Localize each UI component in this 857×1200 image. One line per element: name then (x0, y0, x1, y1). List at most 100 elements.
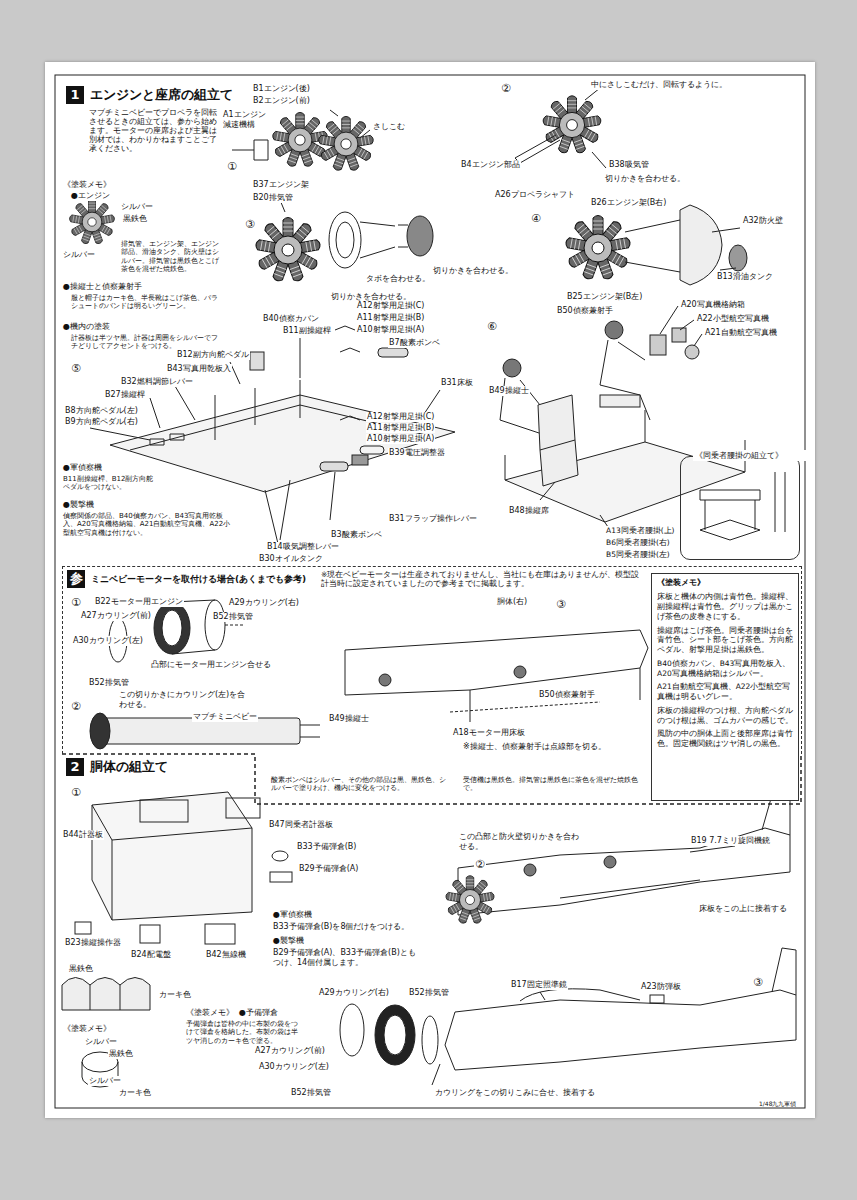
part-label: 黒鉄色 (122, 214, 148, 224)
callout-number: ② (70, 700, 82, 713)
part-label: B5同乗者腰掛(左) (605, 550, 671, 559)
part-label: タボを合わせる。 (365, 274, 431, 284)
part-label: B48操縦席 (508, 506, 550, 516)
part-label: B20排気管 (252, 193, 294, 203)
part-label: B6同乗者腰掛(右) (605, 538, 671, 547)
part-label: シルバー (84, 1037, 118, 1047)
note-text: 予備弾倉は皆枠の中に布製の袋をつけて弾倉を格納した。布製の袋は半ツヤ消しのカーキ… (185, 1020, 305, 1045)
part-label: A23防弾板 (640, 982, 682, 992)
part-label: 《塗装メモ》 (62, 1024, 112, 1034)
part-label: A30カウリング(左) (258, 1062, 330, 1072)
step-number: 参 (67, 570, 85, 588)
step-number: 1 (66, 86, 84, 104)
part-label: B39電圧調整器 (388, 448, 446, 458)
part-label: B8方向舵ペダル(左) (64, 406, 139, 416)
part-label: B33予備弾倉(B) (296, 842, 357, 852)
part-label: A26プロペラシャフト (494, 190, 576, 200)
step-title: エンジンと座席の組立て (88, 86, 235, 104)
part-label: B33予備弾倉(B)を8個だけをつける。 (272, 922, 411, 932)
note-text: 排気管、エンジン架、エンジン部品、滑油タンク、防火壁はシルバー。排気管は黒鉄色と… (120, 240, 222, 274)
part-label: B4エンジン部品 (460, 160, 521, 170)
note-text: 偵察関係の部品、B40偵察カバン、B43写真用乾板入、A20写真機格納箱、A21… (62, 512, 236, 537)
part-label: B29予備弾倉(A) (298, 864, 359, 874)
part-label: 胴体(右) (496, 597, 528, 607)
part-label: B11副操縦桿 (282, 326, 332, 336)
paint-memo-box: 《塗装メモ》床板と機体の内側は青竹色。操縦桿、副操縦桿は青竹色。グリップは黒かこ… (651, 573, 799, 801)
callout-number: ③ (244, 218, 256, 231)
part-label: A11射撃用足掛(B) (356, 313, 425, 323)
part-label: A30カウリング(左) (72, 636, 144, 646)
note-text: 酸素ボンベはシルバー、その他の部品は黒、黒鉄色、シルバーで塗りわけ、機内に変化を… (270, 776, 452, 793)
part-label: ●予備弾倉 (238, 1008, 279, 1018)
part-label: B26エンジン架(B右) (590, 198, 667, 208)
part-label: A22小型航空写真機 (696, 314, 770, 324)
step-title: ミニベビーモーターを取付ける場合(あくまでも参考) (89, 573, 308, 586)
part-label: 黒鉄色 (68, 964, 94, 974)
part-label: 1/48九九軍偵 (758, 1100, 797, 1107)
part-label: ●襲撃機 (62, 500, 95, 510)
callout-number: ① (70, 786, 82, 799)
note-text: この切りかきにカウリング(左)を合わせる。 (118, 690, 248, 709)
part-label: B32燃料調節レバー (120, 377, 194, 387)
part-label: B31フラップ操作レバー (388, 514, 478, 524)
part-label: B37エンジン架 (252, 180, 310, 190)
part-label: A12射撃用足掛(C) (366, 412, 435, 422)
part-label: B38吸気管 (608, 160, 650, 170)
memo-text: 操縦席はこげ茶色。同乗者腰掛は台を青竹色、シート部をこげ茶色。方向舵ペダル、射撃… (657, 626, 793, 655)
part-label: B14吸気調整レバー (266, 542, 340, 552)
part-label: B43写真用乾板入 (166, 364, 232, 374)
part-label: B19 7.7ミリ旋回機銃 (690, 836, 771, 846)
part-label: 黒鉄色 (108, 1049, 134, 1059)
part-label: A21自動航空写真機 (704, 328, 778, 338)
note-text: B29予備弾倉(A)、B33予備弾倉(B)ともつけ、14個付属します。 (272, 948, 424, 967)
part-label: マブチミニベビー (192, 712, 258, 722)
memo-text: 床板と機体の内側は青竹色。操縦桿、副操縦桿は青竹色。グリップは黒かこげ茶色の皮巻… (657, 592, 793, 621)
callout-number: ③ (555, 598, 567, 611)
part-label: シルバー (88, 1076, 122, 1086)
part-label: ●機内の塗装 (62, 322, 111, 332)
part-label: B52排気管 (290, 1088, 332, 1098)
note-text: マブチミニベビーでプロペラを回転させるときの組立ては、参から始めます。モーターの… (88, 108, 218, 153)
callout-number: ④ (530, 212, 542, 225)
part-label: カウリングをこの切りこみに合せ、接着する (434, 1088, 596, 1098)
part-label: B25エンジン架(B左) (566, 292, 643, 302)
callout-number: ① (70, 596, 82, 609)
part-label: B31床板 (440, 378, 474, 388)
part-label: B52排気管 (88, 678, 130, 688)
part-label: B50偵察兼射手 (556, 306, 614, 316)
part-label: ●軍偵察機 (272, 910, 313, 920)
part-label: B9方向舵ペダル(右) (64, 417, 139, 427)
note-text: A1エンジン減速機構 (222, 110, 272, 129)
note-text: 計器板は半ツヤ黒。計器は周囲をシルバーでフチどりしてアクセントをつける。 (70, 334, 222, 351)
part-label: A11射撃用足掛(B) (366, 423, 435, 433)
memo-text: A21自動航空写真機、A22小型航空写真機は明るいグレー。 (657, 682, 793, 702)
note-text: 受信機は黒鉄色。排気管は黒鉄色に茶色を混ぜた焼鉄色で。 (462, 776, 644, 793)
step-header: 2胴体の組立て (66, 758, 170, 776)
part-label: ●エンジン (70, 191, 111, 201)
part-label: B49操縦士 (488, 386, 530, 396)
part-label: 中にさしこむだけ、回転するように。 (590, 80, 728, 90)
part-label: ●操縦士と偵察兼射手 (62, 282, 143, 292)
part-label: A18モーター用床板 (452, 728, 526, 738)
part-label: B22モーター用エンジン (94, 597, 184, 607)
part-label: B52排気管 (212, 612, 254, 622)
part-label: B12副方向舵ペダル (176, 350, 250, 360)
inset-heading: 《同乗者腰掛の組立て》 (693, 450, 811, 461)
inset-box: 《同乗者腰掛の組立て》 (680, 456, 800, 560)
part-label: カーキ色 (118, 1088, 152, 1098)
memo-heading: 《塗装メモ》 (657, 578, 793, 588)
note-text: この凸部と防火壁切りかきを合わせる。 (458, 832, 580, 851)
section-header: 参ミニベビーモーターを取付ける場合(あくまでも参考) (67, 570, 308, 588)
part-label: A20写真機格納箱 (680, 300, 746, 310)
part-label: A27カウリング(前) (80, 611, 152, 621)
callout-number: ② (500, 82, 512, 95)
part-label: 《塗装メモ》 (62, 180, 112, 190)
part-label: A29カウリング(右) (228, 598, 300, 608)
part-label: 床板をこの上に接着する (698, 904, 788, 914)
part-label: シルバー (120, 202, 154, 212)
part-label: ●軍偵察機 (62, 463, 103, 473)
part-label: さしこむ (372, 122, 406, 132)
part-label: B23操縦操作器 (64, 938, 122, 948)
part-label: A32防火壁 (742, 216, 784, 226)
memo-text: B40偵察カバン、B43写真用乾板入、A20写真機格納箱はシルバー。 (657, 659, 793, 679)
